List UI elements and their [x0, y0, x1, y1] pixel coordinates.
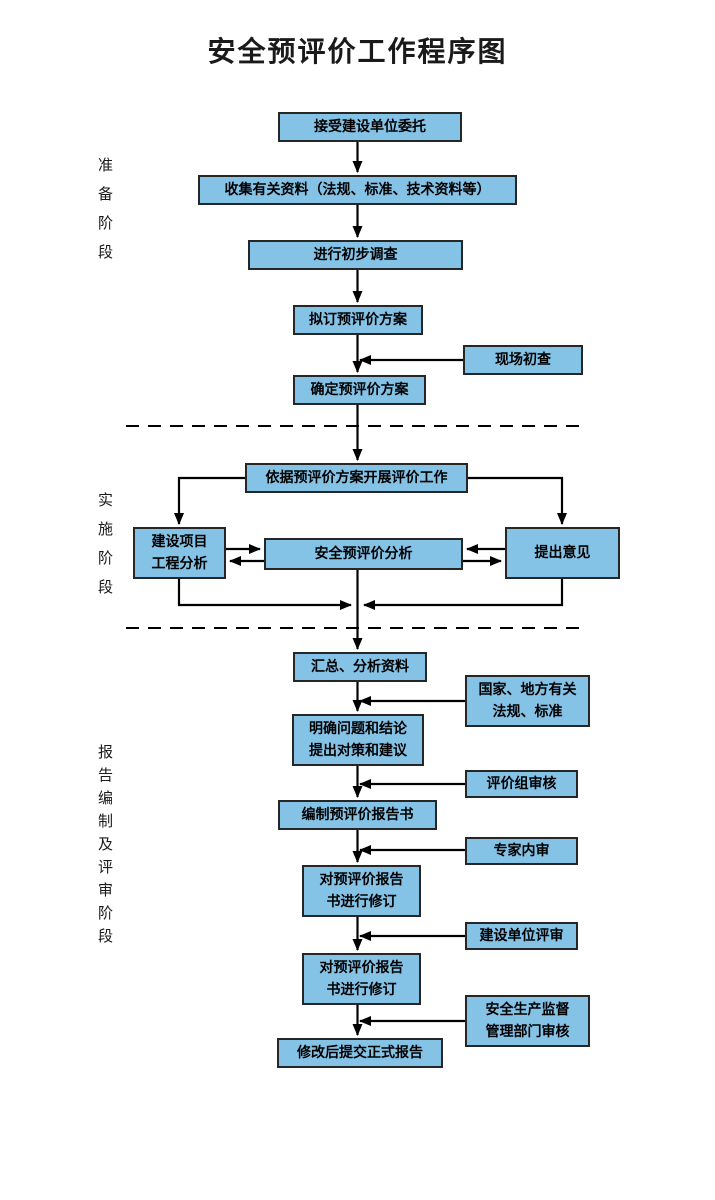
- arrow-junction-right: [363, 579, 564, 610]
- node-unit-review: 建设单位评审: [465, 922, 578, 950]
- arrow-branch-left: [174, 476, 245, 525]
- node-collect-materials: 收集有关资料（法规、标准、技术资料等）: [198, 175, 517, 205]
- node-revise-report-2: 对预评价报告 书进行修订: [302, 953, 421, 1005]
- node-site-check: 现场初查: [463, 345, 583, 375]
- node-compile-report: 编制预评价报告书: [278, 800, 437, 830]
- node-group-review: 评价组审核: [465, 770, 578, 798]
- node-accept-commission: 接受建设单位委托: [278, 112, 462, 142]
- node-supervision-review: 安全生产监督 管理部门审核: [465, 995, 590, 1047]
- arrow-junction-left: [177, 579, 352, 610]
- node-safety-analysis: 安全预评价分析: [264, 538, 463, 570]
- node-summarize-materials: 汇总、分析资料: [293, 652, 427, 682]
- stage-label-preparation: 准备阶段: [96, 157, 114, 273]
- node-project-analysis: 建设项目 工程分析: [133, 527, 226, 579]
- node-clarify-conclusions: 明确问题和结论 提出对策和建议: [292, 714, 424, 766]
- stage-label-implementation: 实施阶段: [96, 492, 114, 608]
- node-put-forward-opinions: 提出意见: [505, 527, 620, 579]
- stage-label-report-compilation: 报告编制及评审阶段: [96, 744, 114, 951]
- node-confirm-plan: 确定预评价方案: [293, 375, 426, 405]
- node-draft-plan: 拟订预评价方案: [293, 305, 423, 335]
- node-carry-out-evaluation: 依据预评价方案开展评价工作: [245, 463, 468, 493]
- arrow-branch-right: [468, 476, 567, 525]
- node-laws-standards: 国家、地方有关 法规、标准: [465, 675, 590, 727]
- node-initial-survey: 进行初步调查: [248, 240, 463, 270]
- page-title: 安全预评价工作程序图: [207, 35, 508, 68]
- node-revise-report-1: 对预评价报告 书进行修订: [302, 865, 421, 917]
- node-submit-final-report: 修改后提交正式报告: [277, 1038, 443, 1068]
- node-expert-review: 专家内审: [465, 837, 578, 865]
